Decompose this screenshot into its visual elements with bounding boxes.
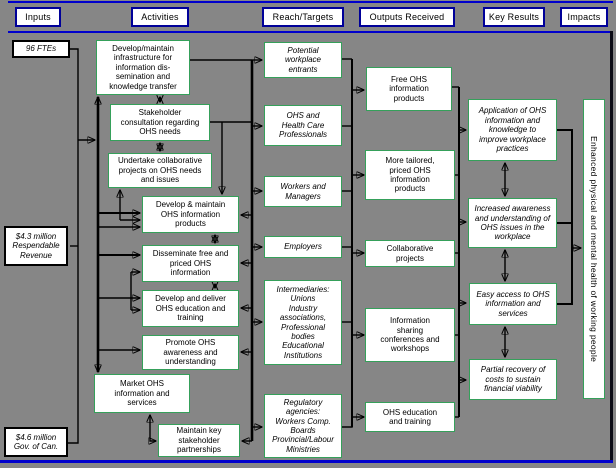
header-label: Activities (141, 12, 179, 22)
activity-node-develop-products: Develop & maintain OHS information produ… (142, 196, 239, 233)
header-underline-rule (8, 31, 613, 33)
output-node-conferences-workshops: Information sharing conferences and work… (365, 308, 455, 362)
result-node-cost-recovery: Partial recovery of costs to sustain fin… (469, 359, 557, 400)
column-header-key-results: Key Results (483, 7, 545, 27)
output-node-collaborative-projects: Collaborative projects (365, 240, 455, 267)
reach-node-potential-entrants: Potential workplace entrants (264, 42, 342, 78)
header-label: Outputs Received (369, 12, 445, 22)
activity-node-infrastructure: Develop/maintain infrastructure for info… (96, 40, 190, 95)
reach-node-intermediaries: Intermediaries: Unions Industry associat… (264, 280, 342, 365)
reach-node-ohs-health-professionals: OHS and Health Care Professionals (264, 105, 342, 146)
column-header-inputs: Inputs (15, 7, 61, 27)
header-label: Inputs (25, 12, 51, 22)
activity-node-collaborative-projects: Undertake collaborative projects on OHS … (108, 153, 212, 188)
activity-node-market-services: Market OHS information and services (94, 374, 190, 413)
bottom-rule (0, 460, 613, 463)
reach-node-employers: Employers (264, 236, 342, 258)
input-node-gov-of-can: $4.6 million Gov. of Can. (4, 427, 68, 457)
column-header-outputs-received: Outputs Received (359, 7, 455, 27)
column-header-activities: Activities (131, 7, 189, 27)
column-header-reach-targets: Reach/Targets (262, 7, 344, 27)
right-frame-bar (610, 31, 613, 460)
activity-node-education-training: Develop and deliver OHS education and tr… (142, 290, 239, 327)
activity-node-disseminate-information: Disseminate free and priced OHS informat… (142, 245, 239, 282)
reach-node-workers-managers: Workers and Managers (264, 176, 342, 207)
output-node-priced-products: More tailored, priced OHS information pr… (365, 150, 455, 200)
input-node-respendable-revenue: $4.3 million Respendable Revenue (4, 226, 68, 266)
output-node-education-training: OHS education and training (365, 402, 455, 432)
activity-node-promote-awareness: Promote OHS awareness and understanding (142, 335, 239, 370)
reach-node-regulatory-agencies: Regulatory agencies: Workers Comp. Board… (264, 394, 342, 458)
header-label: Key Results (488, 12, 540, 22)
output-node-free-products: Free OHS information products (366, 67, 452, 111)
result-node-awareness: Increased awareness and understanding of… (468, 198, 557, 248)
impact-node-health: Enhanced physical and mental health of w… (583, 99, 605, 399)
header-label: Impacts (567, 12, 601, 22)
header-label: Reach/Targets (272, 12, 334, 22)
activity-node-stakeholder-consultation: Stakeholder consultation regarding OHS n… (110, 104, 210, 141)
top-rule (8, 1, 613, 3)
result-node-application: Application of OHS information and knowl… (468, 99, 557, 161)
result-node-easy-access: Easy access to OHS information and servi… (469, 283, 557, 325)
activity-node-stakeholder-partnerships: Maintain key stakeholder partnerships (158, 424, 240, 457)
column-header-impacts: Impacts (560, 7, 608, 27)
input-node-ftes: 96 FTEs (12, 40, 70, 58)
